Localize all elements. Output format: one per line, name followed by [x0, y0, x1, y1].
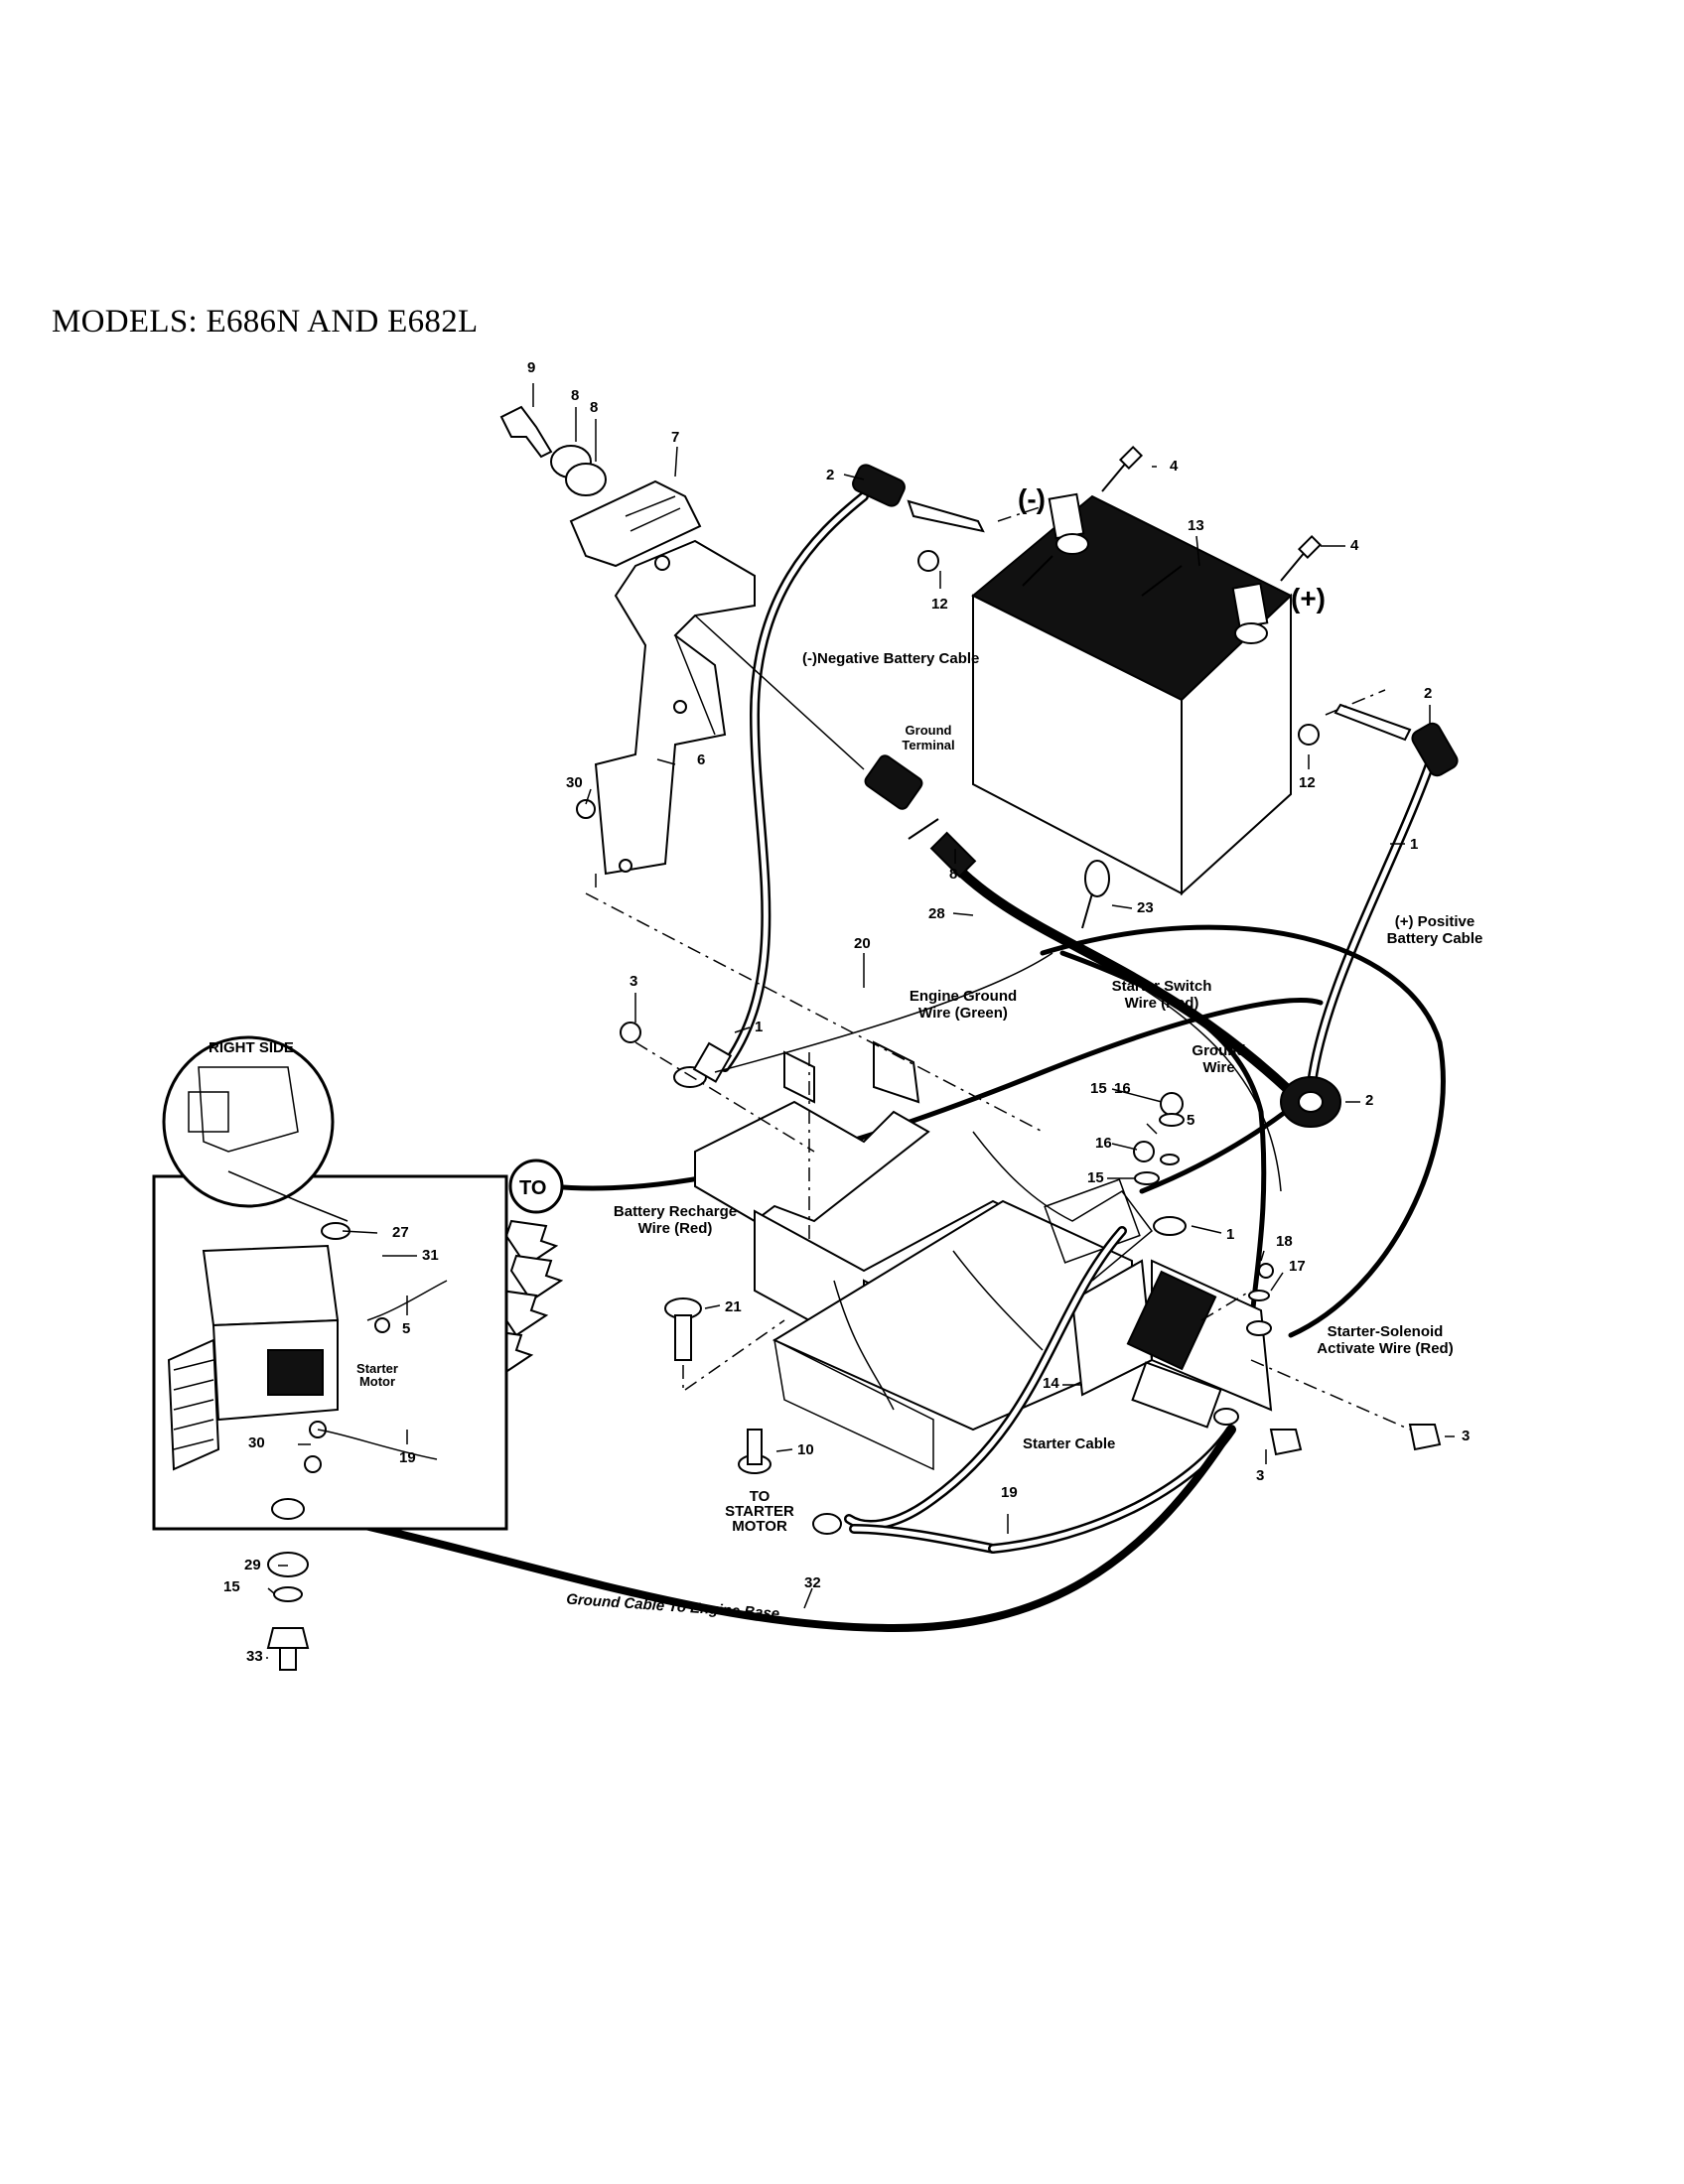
callout-19b: 19: [399, 1449, 416, 1466]
callout-21: 21: [725, 1298, 742, 1315]
bolt-3c: [1408, 1424, 1442, 1451]
callout-2a: 2: [826, 467, 835, 483]
callout-10: 10: [797, 1441, 814, 1458]
callout-27: 27: [392, 1224, 409, 1241]
callout-8a: 8: [571, 387, 580, 404]
ground-hardware: [266, 1498, 310, 1671]
starter-cable-label: Starter Cable: [1023, 1435, 1116, 1452]
bolt-4b: [1280, 534, 1323, 582]
assembly-lines: [585, 505, 1411, 1431]
positive-cable-end: [1333, 703, 1459, 777]
bolt-21: [664, 1297, 702, 1361]
solenoid-14: [1070, 1259, 1273, 1429]
callout-16a: 16: [1114, 1080, 1131, 1097]
callout-19a: 19: [1001, 1484, 1018, 1501]
nut-30: [576, 799, 596, 819]
callout-33: 33: [246, 1648, 263, 1665]
bolt-3a: [620, 1022, 641, 1043]
to-starter-motor-label: TO STARTER MOTOR: [725, 1488, 794, 1535]
callout-2b: 2: [1424, 685, 1433, 702]
ground-terminal-label: Ground Terminal: [902, 723, 955, 752]
battery-recharge-label: Battery Recharge Wire (Red): [613, 1203, 738, 1237]
callout-3c: 3: [1462, 1428, 1471, 1444]
callout-29: 29: [244, 1557, 261, 1573]
callout-4b: 4: [1350, 537, 1359, 554]
engine-ground-label: Engine Ground Wire (Green): [909, 988, 1018, 1022]
callout-2c: 2: [1365, 1092, 1374, 1109]
callout-1c: 1: [1226, 1226, 1235, 1243]
callout-1b: 1: [755, 1019, 764, 1035]
hardware-stack: [1133, 1092, 1274, 1336]
callout-17: 17: [1289, 1258, 1306, 1275]
positive-terminal: [1231, 582, 1269, 629]
inset-title: RIGHT SIDE: [209, 1039, 294, 1056]
callout-18: 18: [1276, 1233, 1293, 1250]
nut-12a: [917, 550, 939, 572]
starter-motor-label: Starter Motor: [356, 1361, 398, 1389]
callout-23: 23: [1137, 899, 1154, 916]
wire-ring-3b: [1213, 1408, 1239, 1426]
positive-symbol: (+): [1291, 583, 1326, 614]
page-title: MODELS: E686N AND E682L: [52, 304, 479, 340]
callout-8c: 8: [949, 866, 958, 883]
bolt-4a: [1101, 445, 1144, 492]
callout-16b: 16: [1095, 1135, 1112, 1152]
callout-9: 9: [527, 359, 536, 376]
to-marker: [508, 1159, 564, 1214]
starter-solenoid-label: Starter-Solenoid Activate Wire (Red): [1317, 1323, 1454, 1357]
negative-cable-end: [673, 464, 985, 1088]
callout-1a: 1: [1410, 836, 1419, 853]
starter-motor-ring: [812, 1513, 842, 1535]
ground-wire-label: Ground Wire: [1192, 1042, 1246, 1076]
callout-6: 6: [697, 751, 706, 768]
leader-lines: [266, 383, 1455, 1659]
grommet-2: [1280, 1076, 1341, 1128]
battery: [971, 492, 1293, 896]
callout-20: 20: [854, 935, 871, 952]
bracket-6: [594, 539, 756, 876]
bolt-3b: [1269, 1429, 1303, 1456]
callout-7: 7: [671, 429, 680, 446]
ground-terminal: [864, 754, 939, 840]
negative-terminal: [1048, 492, 1085, 540]
callout-30b: 30: [248, 1434, 265, 1451]
callout-5b: 5: [402, 1320, 411, 1337]
callout-15a: 15: [1090, 1080, 1107, 1097]
callout-15b: 15: [1087, 1169, 1104, 1186]
callout-13: 13: [1188, 517, 1204, 534]
callout-3a: 3: [630, 973, 638, 990]
callout-5a: 5: [1187, 1112, 1195, 1129]
callout-31: 31: [422, 1247, 439, 1264]
callout-30a: 30: [566, 774, 583, 791]
negative-cable-label: (-)Negative Battery Cable: [802, 650, 980, 667]
positive-cable-label: (+) Positive Battery Cable: [1386, 913, 1483, 947]
nut-12b: [1298, 724, 1320, 746]
callout-28: 28: [928, 905, 945, 922]
callout-12b: 12: [1299, 774, 1316, 791]
callout-14: 14: [1043, 1375, 1059, 1392]
callout-12a: 12: [931, 596, 948, 613]
bolt-10: [738, 1429, 772, 1474]
negative-symbol: (-): [1018, 483, 1046, 514]
callout-3b: 3: [1256, 1467, 1265, 1484]
inset-right-side: [152, 1035, 508, 1531]
starter-switch-label: Starter Switch Wire (Red): [1111, 978, 1212, 1012]
callout-4a: 4: [1170, 458, 1179, 475]
callout-8b: 8: [590, 399, 599, 416]
callout-15c: 15: [223, 1578, 240, 1595]
key-switch: [499, 405, 702, 568]
callout-32: 32: [804, 1574, 821, 1591]
clip-23: [1081, 860, 1110, 929]
dash-panel-20: [694, 1040, 930, 1223]
to-label: TO: [519, 1177, 546, 1199]
